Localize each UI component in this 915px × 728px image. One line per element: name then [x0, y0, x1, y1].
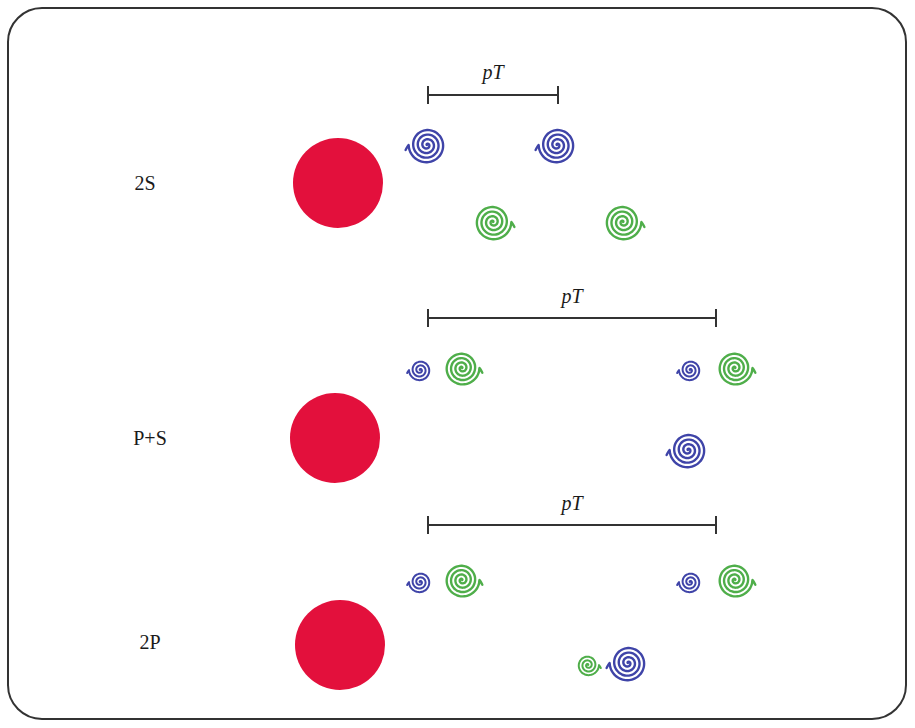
vortex-spiral: [536, 130, 574, 162]
dimension-tick: [715, 309, 717, 327]
vortex-spiral: [579, 657, 601, 675]
vortices: [406, 130, 756, 680]
vortex-spiral: [407, 362, 429, 380]
frame-border: [8, 8, 906, 719]
dimension-tick: [557, 86, 559, 104]
cylinders: [290, 138, 385, 690]
cylinder: [290, 393, 380, 483]
dimension-tick: [715, 516, 717, 534]
pitch-dimensions: [428, 86, 716, 534]
vortex-spiral: [607, 207, 645, 239]
vortex-spiral: [477, 207, 515, 239]
pitch-label: pT: [561, 286, 582, 306]
vortex-spiral: [720, 354, 756, 385]
pitch-label: pT: [561, 493, 582, 513]
mode-label: 2S: [134, 173, 155, 193]
cylinder: [293, 138, 383, 228]
vortex-spiral: [447, 354, 483, 385]
vortex-spiral: [406, 130, 444, 162]
vortex-spiral: [607, 648, 645, 680]
vortex-spiral: [720, 566, 756, 597]
pitch-label: pT: [482, 62, 503, 82]
dimension-tick: [427, 516, 429, 534]
mode-label: 2P: [139, 632, 160, 652]
vortex-spiral: [667, 435, 705, 467]
dimension-line: [428, 317, 716, 319]
vortex-spiral: [677, 362, 699, 380]
dimension-line: [428, 94, 558, 96]
dimension-tick: [427, 309, 429, 327]
vortex-spiral: [677, 574, 699, 592]
mode-label: P+S: [133, 428, 167, 448]
vortex-spiral: [407, 574, 429, 592]
dimension-tick: [427, 86, 429, 104]
dimension-line: [428, 524, 716, 526]
vortex-spiral: [447, 566, 483, 597]
cylinder: [295, 600, 385, 690]
